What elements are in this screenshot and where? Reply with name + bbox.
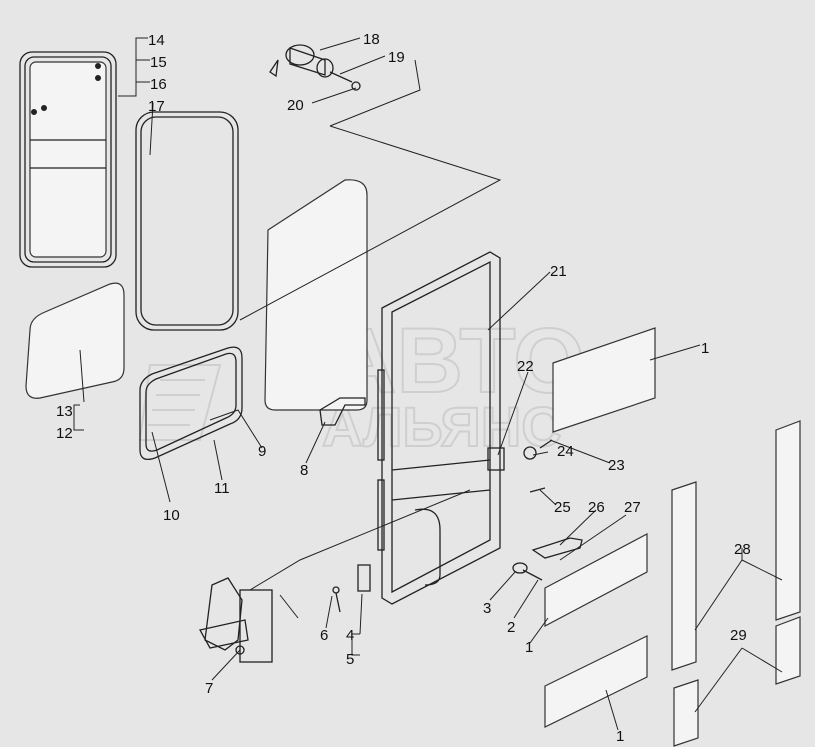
callout-6: 6: [320, 627, 328, 644]
trim-panel-1b: [544, 533, 648, 627]
callout-3: 3: [483, 600, 491, 617]
window-seal: [135, 111, 239, 331]
leader-lines: [73, 37, 783, 731]
callout-11: 11: [214, 480, 230, 497]
callout-27: 27: [624, 499, 641, 516]
callout-16: 16: [150, 76, 167, 93]
trim-panel-1c: [544, 635, 648, 728]
sash-rivet: [95, 63, 101, 69]
trim-strip-28a: [671, 481, 697, 671]
callout-22: 22: [517, 358, 534, 375]
door-frame: [377, 251, 501, 605]
outer-handle: [531, 537, 583, 559]
callout-4: 4: [346, 627, 354, 644]
callout-13: 13: [56, 403, 73, 420]
lock-cylinder: [269, 44, 361, 91]
callout-24: 24: [557, 443, 574, 460]
callout-26: 26: [588, 499, 605, 516]
trim-strip-28b: [775, 420, 801, 621]
lock-mechanism: [199, 577, 273, 663]
callout-9: 9: [258, 443, 266, 460]
sash-rivet: [31, 109, 37, 115]
screw-6: [332, 586, 341, 613]
callout-29: 29: [730, 627, 747, 644]
callout-17: 17: [148, 98, 165, 115]
door-glass: [264, 179, 368, 411]
lower-glass: [25, 282, 125, 399]
callout-19: 19: [388, 49, 405, 66]
callout-18: 18: [363, 31, 380, 48]
callout-10: 10: [163, 507, 180, 524]
latch-parts: [487, 439, 553, 493]
callout-14: 14: [148, 32, 165, 49]
striker-plate: [357, 564, 371, 592]
callout-5: 5: [346, 651, 354, 668]
callout-7: 7: [205, 680, 213, 697]
sliding-window-sash: [19, 51, 117, 268]
sash-rivet: [41, 105, 47, 111]
callout-28: 28: [734, 541, 751, 558]
callout-1-mid: 1: [525, 639, 533, 656]
watermark-emblem: [138, 364, 222, 441]
callout-1-bottom: 1: [616, 728, 624, 745]
trim-strip-29a: [673, 679, 699, 747]
lock-nut: [351, 81, 361, 91]
callout-23: 23: [608, 457, 625, 474]
callout-25: 25: [554, 499, 571, 516]
trim-strip-29b: [775, 616, 801, 685]
callout-2: 2: [507, 619, 515, 636]
sash-rivet: [95, 75, 101, 81]
callout-labels: 14 15 16 17 18 19 20 21 22 1 13 12 9 11 …: [56, 31, 751, 745]
callout-21: 21: [550, 263, 567, 280]
callout-1-top: 1: [701, 340, 709, 357]
watermark-line1: АВТО: [330, 310, 585, 412]
inner-handle: [319, 397, 366, 426]
handle-bolt: [512, 562, 543, 581]
lower-glass-seal: [139, 346, 243, 461]
callout-12: 12: [56, 425, 73, 442]
callout-8: 8: [300, 462, 308, 479]
callout-20: 20: [287, 97, 304, 114]
trim-panel-1a: [552, 327, 656, 433]
callout-15: 15: [150, 54, 167, 71]
